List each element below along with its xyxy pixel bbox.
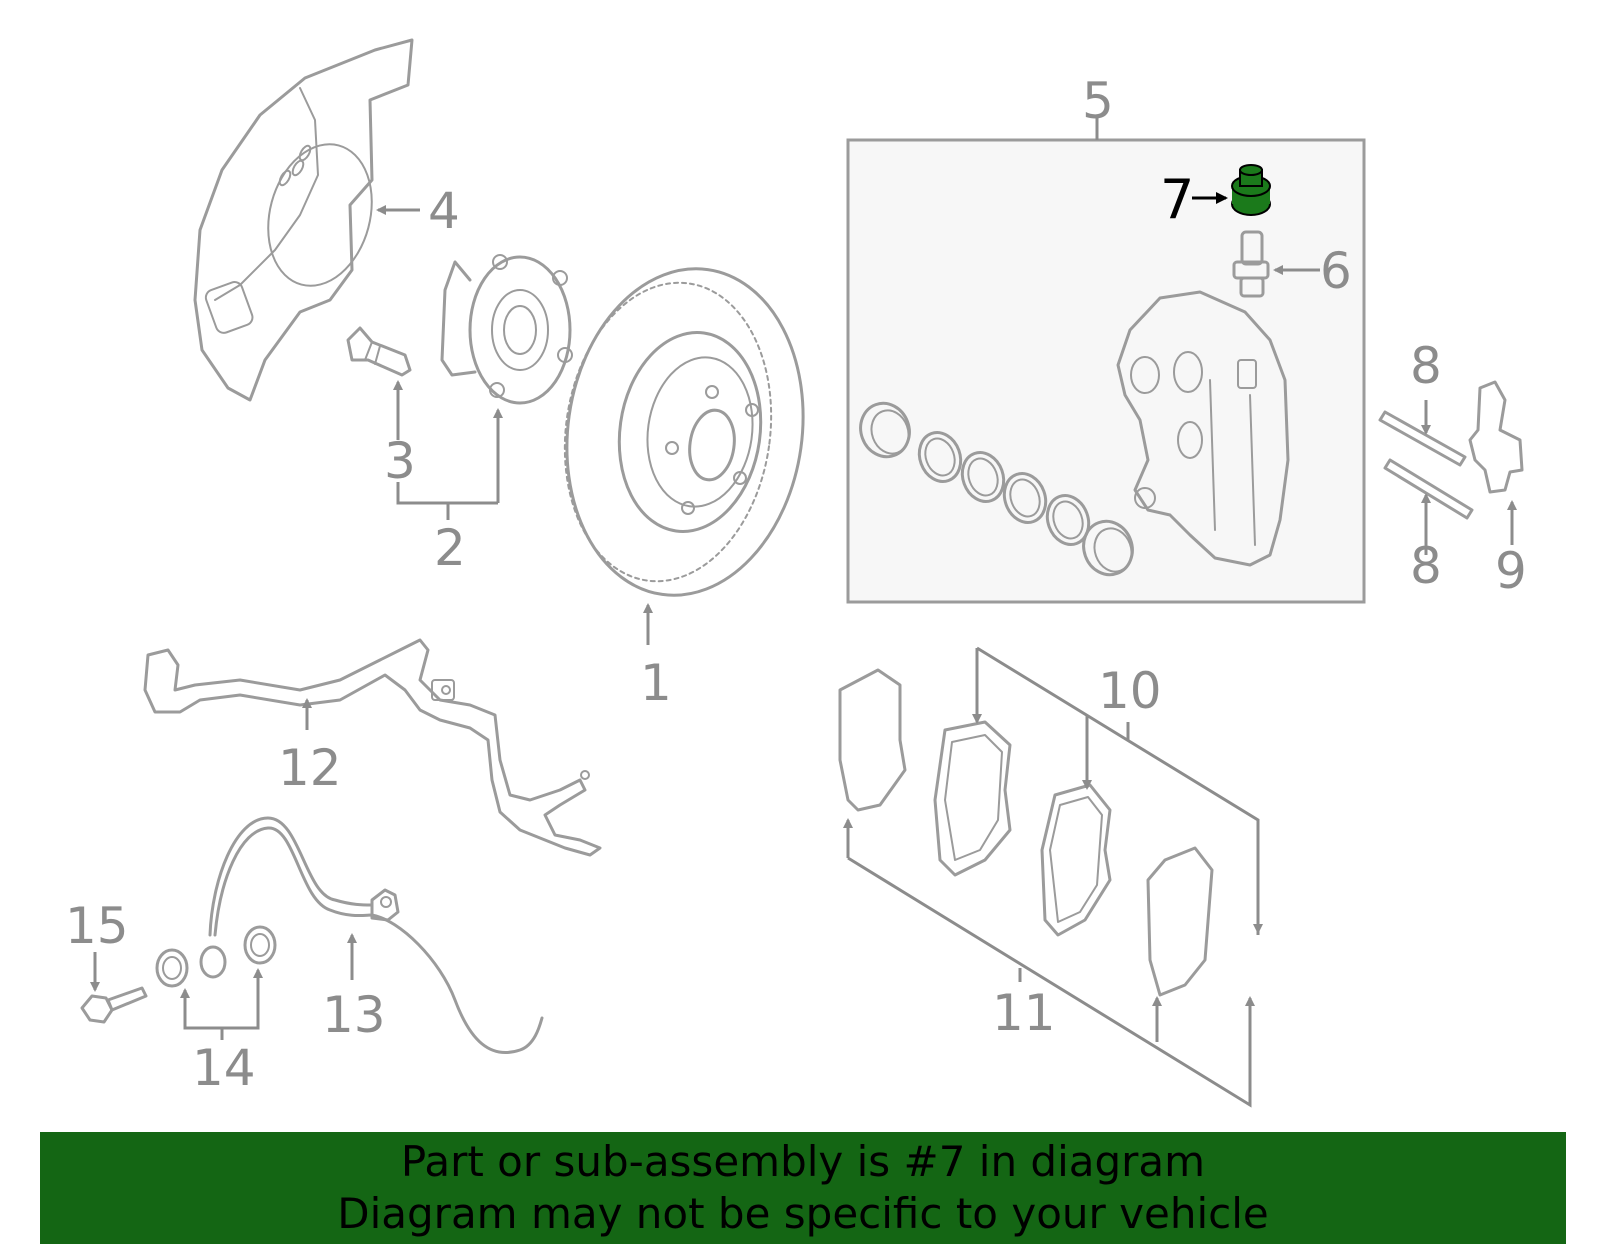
callout-3: 3 [384, 432, 416, 490]
abs-sensor-harness [143, 638, 602, 857]
info-banner: Part or sub-assembly is #7 in diagram Di… [40, 1132, 1566, 1244]
brake-rotor [563, 267, 805, 645]
callout-12: 12 [278, 739, 342, 797]
callout-1: 1 [640, 654, 672, 712]
pad-callout-brackets [843, 646, 1263, 1108]
callout-8-bottom: 8 [1410, 537, 1442, 595]
bleeder-screw [1232, 230, 1320, 298]
banner-line-1: Part or sub-assembly is #7 in diagram [400, 1137, 1206, 1186]
hub-bearing [440, 254, 573, 503]
anti-rattle-clip [1468, 380, 1524, 545]
caliper-pistons-seals [859, 401, 1134, 577]
banjo-bolt [80, 952, 148, 1024]
brake-pads [838, 668, 1214, 997]
callout-6: 6 [1320, 242, 1352, 300]
callout-14: 14 [192, 1039, 256, 1097]
bracket-2-3 [396, 482, 498, 520]
washers [155, 925, 277, 1040]
banner-line-2: Diagram may not be specific to your vehi… [337, 1189, 1269, 1238]
guide-pins [1378, 400, 1474, 555]
callout-5: 5 [1082, 72, 1114, 130]
callout-2: 2 [434, 519, 466, 577]
callout-11: 11 [992, 984, 1056, 1042]
callout-15: 15 [65, 897, 129, 955]
callout-13: 13 [322, 986, 386, 1044]
dust-shield [193, 38, 420, 402]
callout-4: 4 [428, 182, 460, 240]
callout-10: 10 [1098, 662, 1162, 720]
callout-9: 9 [1495, 542, 1527, 600]
callout-7: 7 [1160, 168, 1194, 231]
callout-8-top: 8 [1410, 337, 1442, 395]
brake-hose [199, 816, 544, 1055]
caliper-housing [1116, 290, 1290, 567]
bleeder-cap-highlighted [1192, 164, 1271, 216]
hub-bolt [346, 326, 412, 440]
